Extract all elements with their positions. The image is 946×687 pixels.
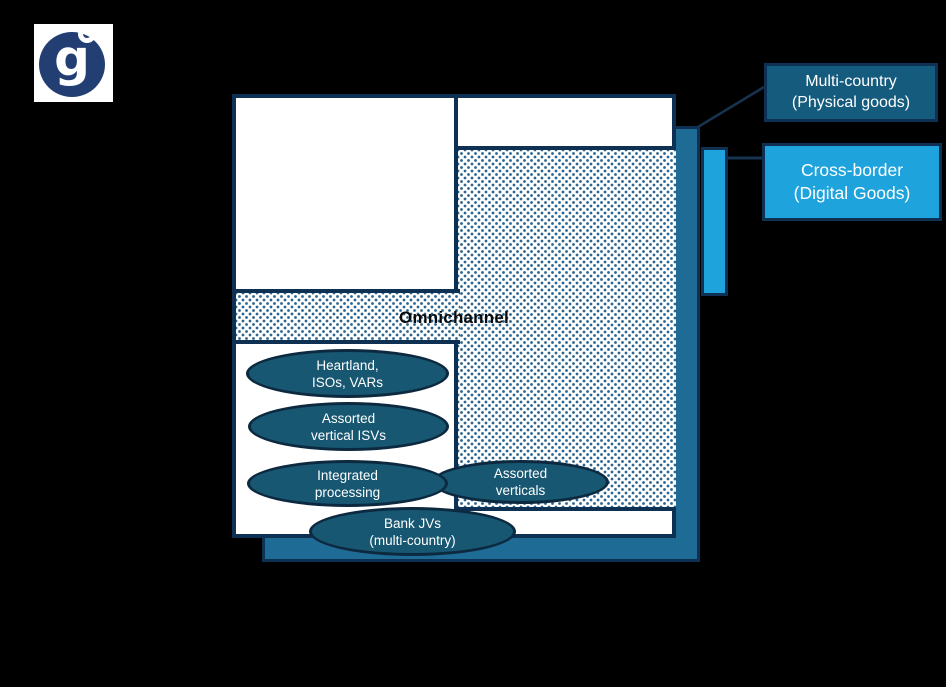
ellipse-assorted-vertical-isvs: Assorted vertical ISVs <box>248 402 449 451</box>
ellipse-bank-jvs: Bank JVs (multi-country) <box>309 507 516 556</box>
global-payments-logo: g <box>34 24 113 102</box>
cross-border-side-bar <box>701 147 728 296</box>
dot-pattern-fill <box>458 150 676 507</box>
omnichannel-band <box>232 289 460 344</box>
multi-country-connector-line <box>697 85 765 129</box>
logo-degree-ring-icon <box>78 25 96 43</box>
ellipse-assorted-verticals: Assorted verticals <box>432 460 609 504</box>
callout-multi-country: Multi-country (Physical goods) <box>764 63 938 122</box>
callout-cross-border: Cross-border (Digital Goods) <box>762 143 942 221</box>
logo-circle-icon: g <box>39 32 105 97</box>
top-left-white-box <box>232 94 458 294</box>
omnichannel-label: Omnichannel <box>399 308 509 327</box>
ellipse-integrated-processing: Integrated processing <box>247 460 448 507</box>
ellipse-heartland-isos-vars: Heartland, ISOs, VARs <box>246 349 449 398</box>
